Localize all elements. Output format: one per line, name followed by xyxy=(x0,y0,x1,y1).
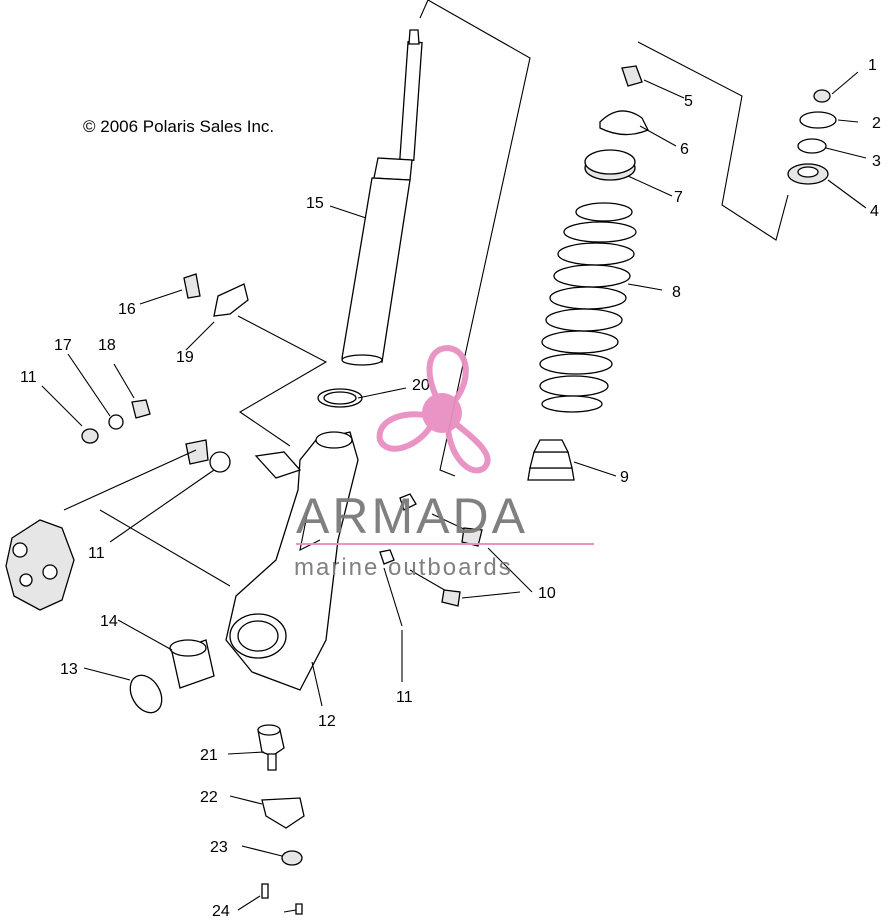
watermark-logo: ARMADA marine outboards xyxy=(294,344,594,581)
part-6-cap xyxy=(599,110,649,136)
callout-20: 20 xyxy=(412,377,430,394)
part-19-bracket xyxy=(213,283,249,317)
callout-5: 5 xyxy=(684,93,693,110)
part-11-washer-upper xyxy=(209,451,231,473)
part-1-nut xyxy=(813,89,831,103)
part-22-plate xyxy=(261,797,305,829)
callout-9: 9 xyxy=(620,469,629,486)
part-3-washer xyxy=(797,138,827,154)
callout-18: 18 xyxy=(98,337,116,354)
callout-11-bottom: 11 xyxy=(396,689,413,706)
assembly-bracket-upper xyxy=(637,41,789,241)
callout-8: 8 xyxy=(672,284,681,301)
watermark-tagline: marine outboards xyxy=(294,554,513,581)
part-8-spring xyxy=(539,202,637,413)
part-16-clip xyxy=(183,273,201,299)
part-17-washer xyxy=(108,414,124,430)
part-12-spindle xyxy=(225,431,359,691)
callout-6: 6 xyxy=(680,141,689,158)
callout-13: 13 xyxy=(60,661,78,678)
part-9-bump-stop xyxy=(527,439,575,481)
part-23-nut xyxy=(281,850,303,866)
callout-11-middle: 11 xyxy=(88,545,105,562)
part-24-pin-b xyxy=(295,903,303,915)
callout-2: 2 xyxy=(872,115,881,132)
propeller-icon xyxy=(376,344,491,474)
callout-15: 15 xyxy=(306,195,324,212)
callout-10: 10 xyxy=(538,585,556,602)
part-14-bearing xyxy=(169,639,215,689)
callout-24: 24 xyxy=(212,903,230,919)
part-18-nut xyxy=(131,399,151,419)
copyright-text: © 2006 Polaris Sales Inc. xyxy=(83,117,274,136)
brake-caliper xyxy=(5,519,75,611)
callout-4: 4 xyxy=(870,203,879,220)
callout-11-left: 11 xyxy=(20,369,37,386)
leader-lines xyxy=(41,71,867,913)
callout-22: 22 xyxy=(200,789,218,806)
part-11-washer-left xyxy=(81,428,99,444)
part-10-bolts xyxy=(379,493,483,607)
callout-1: 1 xyxy=(868,57,877,74)
part-24-pin-a xyxy=(261,883,269,899)
callout-23: 23 xyxy=(210,839,228,856)
callout-21: 21 xyxy=(200,747,218,764)
callout-12: 12 xyxy=(318,713,336,730)
callout-14: 14 xyxy=(100,613,118,630)
part-13-snap-ring xyxy=(129,674,163,714)
watermark-brand: ARMADA xyxy=(296,488,528,544)
part-2-washer xyxy=(799,111,837,129)
part-11-bushing-upper xyxy=(185,439,209,465)
callout-16: 16 xyxy=(118,301,136,318)
callout-numbers: 1 2 3 4 5 6 7 8 9 10 11 11 11 12 13 14 1… xyxy=(20,57,881,920)
part-5-nut xyxy=(621,65,643,87)
part-21-ball-joint xyxy=(257,724,285,771)
shock-absorber xyxy=(341,0,531,477)
callout-17: 17 xyxy=(54,337,72,354)
callout-19: 19 xyxy=(176,349,194,366)
callout-3: 3 xyxy=(872,153,881,170)
callout-7: 7 xyxy=(674,189,683,206)
